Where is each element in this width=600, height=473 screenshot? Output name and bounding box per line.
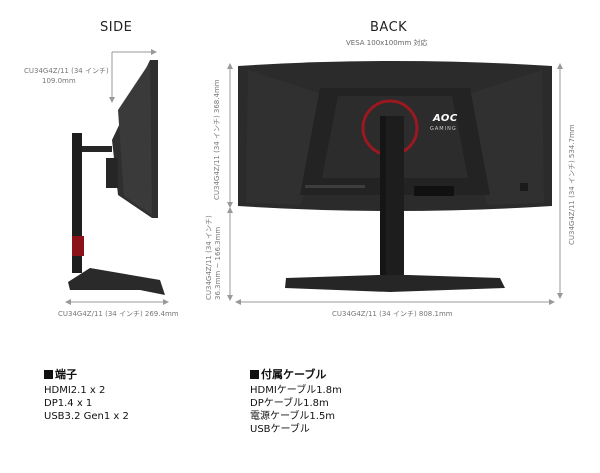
width-label: CU34G4Z/11 (34 インチ) 808.1mm	[332, 310, 453, 318]
ports-title: 端子	[55, 368, 77, 381]
total-height-label: CU34G4Z/11 (34 インチ) 534.7mm	[568, 124, 576, 245]
list-item: DP1.4 x 1	[44, 398, 93, 409]
stand-range-value: 36.3mm ~ 166.3mm	[214, 226, 222, 300]
list-item: USBケーブル	[250, 424, 310, 435]
aoc-logo: AOC	[433, 113, 458, 124]
back-title: BACK	[370, 20, 408, 35]
side-view-monitor	[65, 49, 169, 305]
ports-list: HDMI2.1 x 2 DP1.4 x 1 USB3.2 Gen1 x 2	[44, 384, 129, 423]
list-item: DPケーブル1.8m	[250, 398, 329, 409]
aoc-logo-sub: GAMING	[430, 126, 457, 132]
list-item: HDMI2.1 x 2	[44, 385, 106, 396]
accessories-heading: 付属ケーブル	[250, 366, 326, 382]
accessories-list: HDMIケーブル1.8m DPケーブル1.8m 電源ケーブル1.5m USBケー…	[250, 384, 342, 436]
list-item: USB3.2 Gen1 x 2	[44, 411, 129, 422]
side-depth-value: 109.0mm	[42, 77, 76, 85]
side-title: SIDE	[100, 20, 133, 35]
side-base-depth: CU34G4Z/11 (34 インチ) 269.4mm	[58, 310, 179, 318]
accessories-title: 付属ケーブル	[261, 368, 327, 381]
vesa-note: VESA 100x100mm 対応	[346, 39, 428, 47]
ports-heading: 端子	[44, 366, 77, 382]
square-bullet-icon	[250, 369, 259, 379]
panel-height-label: CU34G4Z/11 (34 インチ) 368.4mm	[213, 79, 221, 200]
square-bullet-icon	[44, 369, 53, 379]
list-item: HDMIケーブル1.8m	[250, 385, 342, 396]
list-item: 電源ケーブル1.5m	[250, 411, 336, 422]
back-view-monitor	[227, 61, 563, 305]
stand-range-label: CU34G4Z/11 (34 インチ)	[205, 215, 213, 300]
side-depth-label: CU34G4Z/11 (34 インチ)	[24, 67, 109, 75]
